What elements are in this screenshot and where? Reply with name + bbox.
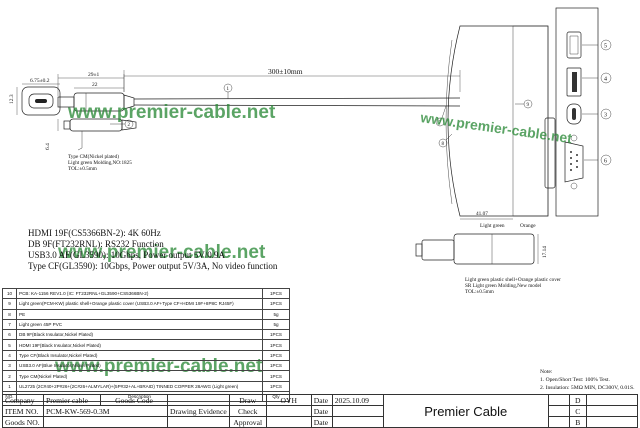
dim-22: 22 — [92, 82, 98, 88]
svg-text:8: 8 — [442, 142, 445, 147]
label-typec-tol: TOL:±0.5mm — [68, 166, 97, 172]
typec-front-view: 6.75±0.2 12.3 — [9, 78, 61, 116]
table-row: Company Premier cable Goods Code Draw OY… — [2, 394, 639, 428]
svg-text:7: 7 — [439, 121, 442, 126]
table-row: Goods NO. Approval Date B — [2, 416, 639, 428]
hub-body: 41.07 Light green Orange — [445, 7, 599, 229]
balloon-2: 2 — [110, 119, 134, 129]
notes-title: Note: — [540, 369, 553, 375]
label-typec-molding: Light green Molding,NO:1825 — [68, 160, 132, 166]
label-hub-tol: TOL:±0.5mm — [465, 289, 494, 295]
svg-text:2: 2 — [128, 123, 131, 128]
dim-box-width: 41.07 — [476, 211, 488, 217]
label-typec-plug: Type CM(Nickel plated) — [68, 153, 119, 160]
note-2: 2. Insulation: 5MΩ MIN, DC300V, 0.01S. — [540, 385, 635, 391]
dim-head-height: 12.3 — [9, 94, 15, 104]
spec-typec: Type CF(GL3590): 10Gbps, Power output 5V… — [28, 261, 278, 271]
spec-usb: USB3.0 AF(GL3590): 10Gbps, Power output … — [28, 250, 226, 260]
label-hub-molding: SR Light green Molding,New model — [465, 283, 542, 289]
label-hub-shell: Light green plastic shell+Orange plastic… — [465, 277, 561, 283]
dim-box-height: 17.14 — [542, 246, 548, 258]
spec-hdmi: HDMI 19F(CS5366BN-2): 4K 60Hz — [28, 228, 161, 238]
balloon-8: 8 — [438, 133, 453, 148]
balloon-4: 4 — [582, 72, 612, 84]
svg-text:1: 1 — [227, 87, 230, 92]
balloon-6: 6 — [584, 154, 612, 166]
svg-text:9: 9 — [527, 103, 530, 108]
watermark-2: www.premier-cable.net — [419, 109, 574, 146]
balloons: 1 2 3 4 5 6 7 8 9 — [110, 39, 612, 166]
label-orange: Orange — [520, 223, 536, 229]
cable: 300±10mm — [123, 67, 461, 107]
balloon-3: 3 — [582, 108, 612, 120]
note-1: 1. Open/Short Test: 100% Test. — [540, 377, 610, 383]
balloon-1: 1 — [223, 83, 233, 99]
hdmi-port-icon — [566, 31, 582, 59]
balloon-9: 9 — [515, 99, 533, 109]
balloon-7: 7 — [435, 105, 447, 127]
svg-text:4: 4 — [604, 77, 607, 83]
watermark-1: www.premier-cable.net — [67, 102, 276, 123]
label-light-green: Light green — [480, 223, 505, 229]
typec-plug-side: 6.4 Type CM(Nickel plated) Light green M… — [45, 118, 137, 172]
dim-29: 29±1 — [88, 72, 100, 78]
company-name: Premier Cable — [382, 394, 549, 428]
svg-text:6: 6 — [604, 159, 607, 165]
typec-port-icon — [566, 103, 582, 125]
dim-total-length: 300±10mm — [268, 67, 303, 76]
dim-side-width: 6.4 — [45, 143, 51, 150]
balloon-5: 5 — [582, 39, 612, 51]
dim-head-width: 6.75±0.2 — [30, 78, 50, 84]
spec-db9: DB 9F(FT232RNL): RS232 Function — [28, 239, 164, 249]
watermark-3: www.premier-cable.net — [57, 242, 266, 263]
usb-a-port-icon — [566, 67, 582, 97]
db9-port-icon — [564, 134, 584, 190]
hub-side-view: 17.14 Light green plastic shell+Orange p… — [415, 233, 561, 295]
svg-text:3: 3 — [604, 113, 607, 119]
title-block: Company Premier cable Goods Code Draw OY… — [2, 394, 639, 428]
svg-text:5: 5 — [604, 44, 607, 50]
